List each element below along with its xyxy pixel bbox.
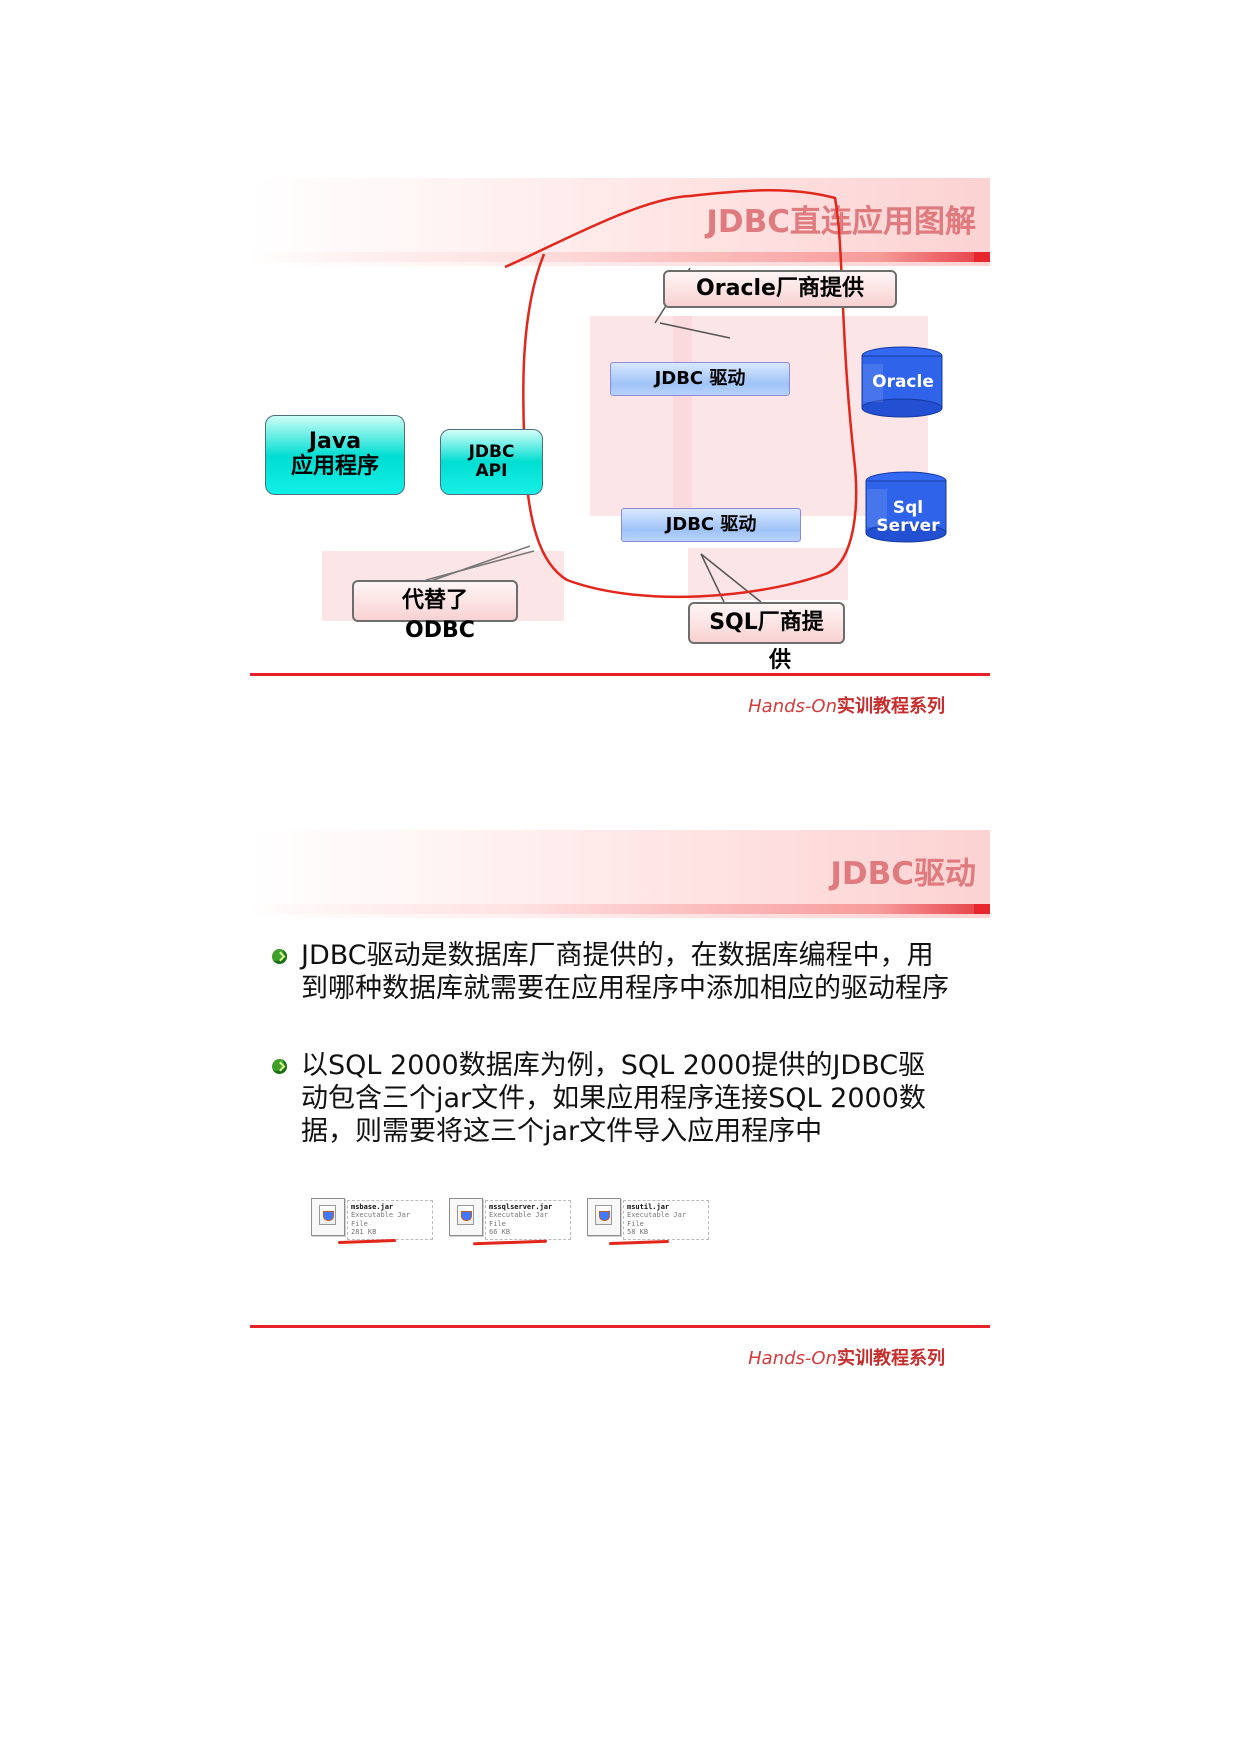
slide-header-stripe bbox=[250, 252, 990, 262]
bullet-item: 以SQL 2000数据库为例，SQL 2000提供的JDBC驱动包含三个jar文… bbox=[272, 1050, 952, 1149]
green-bullet-icon bbox=[272, 1059, 287, 1074]
jar-file-name: msutil.jar bbox=[627, 1203, 670, 1211]
jdbc-driver-slide: JDBC驱动 JDBC驱动是数据库厂商提供的，在数据库编程中，用到哪种数据库就需… bbox=[250, 830, 990, 1390]
bullet-text: JDBC驱动是数据库厂商提供的，在数据库编程中，用到哪种数据库就需要在应用程序中… bbox=[301, 940, 949, 1004]
green-bullet-icon bbox=[272, 949, 287, 964]
replace-odbc-callout: 代替了 bbox=[352, 580, 518, 622]
slide-header-band bbox=[250, 830, 990, 918]
java-application-box: Java 应用程序 bbox=[265, 415, 405, 495]
slide-header-stripe bbox=[250, 904, 990, 914]
bullet-item: JDBC驱动是数据库厂商提供的，在数据库编程中，用到哪种数据库就需要在应用程序中… bbox=[272, 940, 952, 1038]
jar-file-details: msutil.jar Executable Jar File 58 KB bbox=[623, 1200, 709, 1240]
jdbc-api-box: JDBC API bbox=[440, 429, 543, 495]
slide-bottom-rule bbox=[250, 673, 990, 676]
oracle-vendor-callout: Oracle厂商提供 bbox=[663, 270, 897, 308]
slide-header-red-cap bbox=[974, 904, 990, 914]
jar-file-icon bbox=[449, 1198, 483, 1236]
jar-file-item: msutil.jar Executable Jar File 58 KB bbox=[587, 1198, 709, 1246]
oracle-database-label: Oracle bbox=[872, 372, 934, 392]
sql-vendor-callout: SQL厂商提 bbox=[688, 602, 845, 644]
jar-file-item: mssqlserver.jar Executable Jar File 66 K… bbox=[449, 1198, 571, 1246]
slide-title: JDBC直连应用图解 bbox=[706, 204, 976, 240]
jar-file-name: mssqlserver.jar bbox=[489, 1203, 553, 1211]
slide-bottom-rule bbox=[250, 1325, 990, 1328]
jar-file-size: 281 KB bbox=[351, 1228, 377, 1237]
jdbc-driver-top: JDBC 驱动 bbox=[610, 362, 790, 396]
slide-footer: Hands-On实训教程系列 bbox=[748, 696, 945, 717]
slide-header-red-cap bbox=[974, 252, 990, 262]
pink-panel-right bbox=[673, 316, 928, 516]
sql-callout-second-line: 供 bbox=[769, 648, 792, 673]
jdbc-driver-bottom: JDBC 驱动 bbox=[621, 508, 801, 542]
jar-file-type: Executable Jar File bbox=[351, 1211, 411, 1228]
jdbc-direct-connection-slide: JDBC直连应用图解 bbox=[250, 178, 990, 738]
pink-panel-bottom-right bbox=[688, 548, 848, 600]
jar-file-type: Executable Jar File bbox=[489, 1211, 549, 1228]
odbc-callout-second-line: ODBC bbox=[405, 618, 475, 643]
bullet-text: 以SQL 2000数据库为例，SQL 2000提供的JDBC驱动包含三个jar文… bbox=[301, 1050, 926, 1147]
jar-file-type: Executable Jar File bbox=[627, 1211, 687, 1228]
slide-title: JDBC驱动 bbox=[830, 856, 976, 892]
jar-file-list: msbase.jar Executable Jar File 281 KB ms… bbox=[311, 1180, 731, 1270]
jar-file-icon bbox=[587, 1198, 621, 1236]
jar-file-icon bbox=[311, 1198, 345, 1236]
bullet-list: JDBC驱动是数据库厂商提供的，在数据库编程中，用到哪种数据库就需要在应用程序中… bbox=[272, 940, 952, 1161]
jar-file-size: 58 KB bbox=[627, 1228, 649, 1237]
sql-server-database-label: Sql Server bbox=[876, 498, 940, 536]
jar-file-name: msbase.jar bbox=[351, 1203, 394, 1211]
jar-file-details: mssqlserver.jar Executable Jar File 66 K… bbox=[485, 1200, 571, 1240]
slide-footer: Hands-On实训教程系列 bbox=[748, 1348, 945, 1369]
jar-file-details: msbase.jar Executable Jar File 281 KB bbox=[347, 1200, 433, 1240]
jar-file-item: msbase.jar Executable Jar File 281 KB bbox=[311, 1198, 433, 1246]
jar-file-size: 66 KB bbox=[489, 1228, 511, 1237]
